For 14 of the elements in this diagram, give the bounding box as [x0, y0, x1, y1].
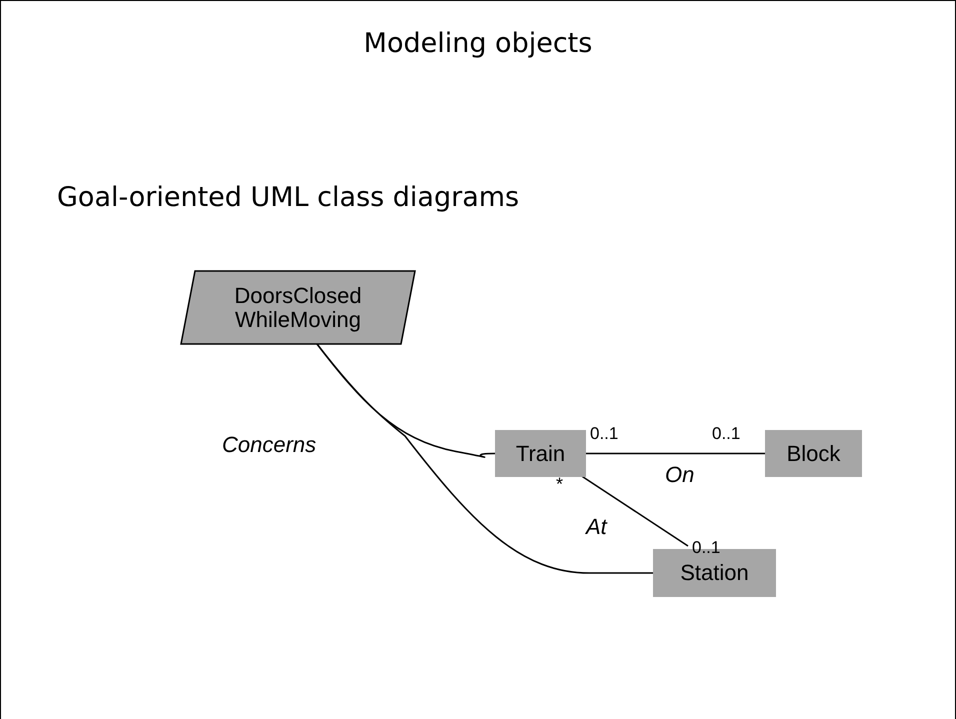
slide-subtitle: Goal-oriented UML class diagrams	[57, 182, 520, 213]
multiplicity-label: 0..1	[712, 424, 740, 444]
association-name: On	[665, 462, 694, 488]
class-box: Block	[765, 430, 862, 477]
association-line	[316, 344, 653, 574]
association-line	[586, 452, 765, 454]
relation-label: Concerns	[222, 432, 316, 458]
goal-parallelogram	[180, 270, 416, 345]
goal-name: DoorsClosed WhileMoving	[233, 284, 363, 331]
class-box: Train	[495, 430, 586, 477]
slide-title: Modeling objects	[362, 28, 594, 59]
multiplicity-label: *	[556, 474, 564, 495]
association-name: At	[586, 514, 607, 540]
multiplicity-label: 0..1	[590, 424, 618, 444]
